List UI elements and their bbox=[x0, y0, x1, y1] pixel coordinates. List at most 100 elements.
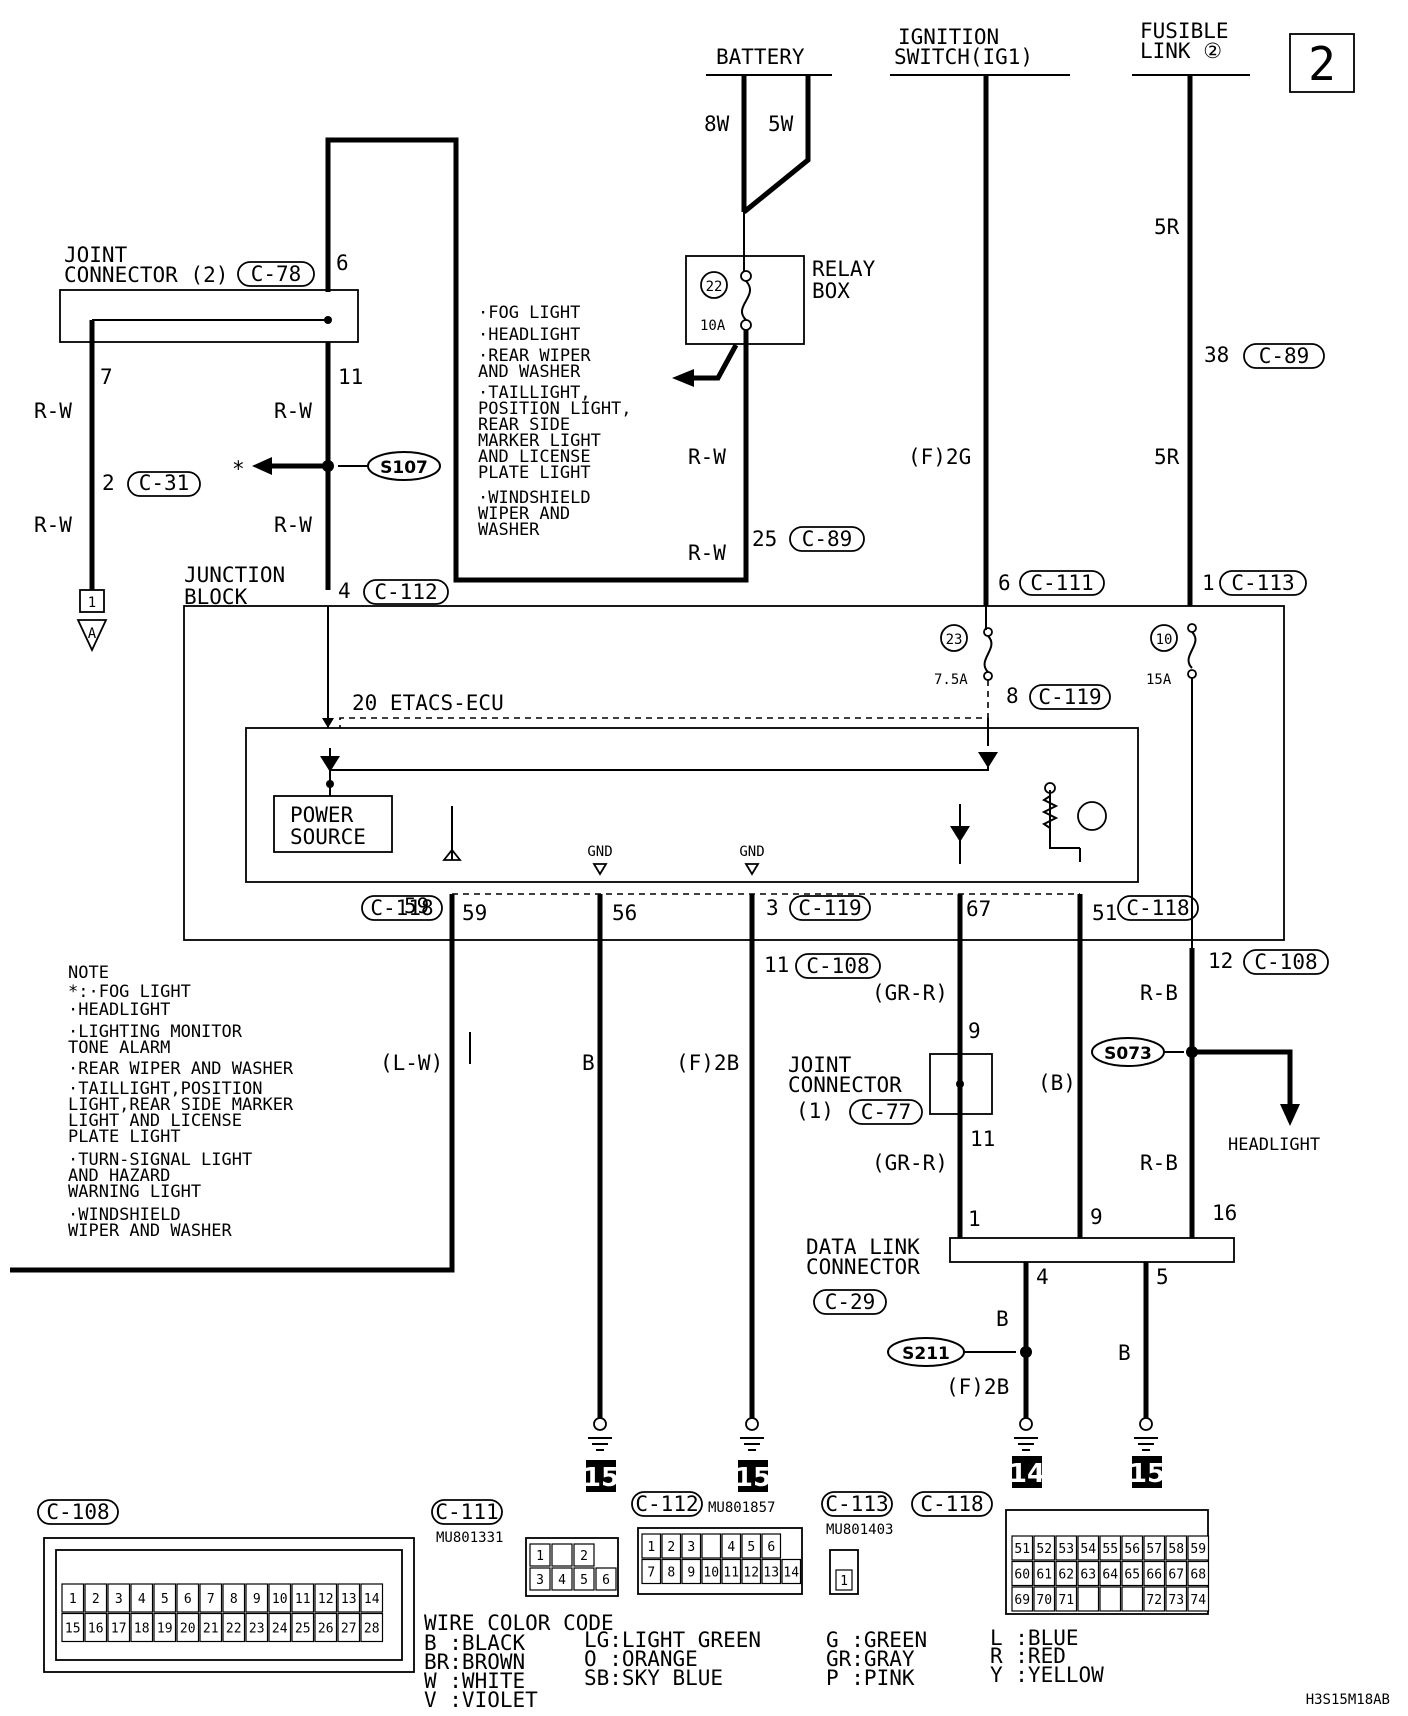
pin-cell-number: 1 bbox=[536, 1549, 544, 1564]
note-line: LIGHT AND LICENSE bbox=[68, 1111, 242, 1131]
relay-fuse-amp: 10A bbox=[700, 318, 726, 334]
pin-cell bbox=[1187, 1586, 1210, 1612]
pin-cell-number: 55 bbox=[1102, 1542, 1118, 1557]
relay-feed-list: ·FOG LIGHT ·HEADLIGHT ·REAR WIPER AND WA… bbox=[478, 303, 632, 540]
relay-list-item: AND WASHER bbox=[478, 362, 581, 382]
note-line: WIPER AND WASHER bbox=[68, 1221, 233, 1241]
pin-cell-number: 59 bbox=[1190, 1542, 1206, 1557]
pin-cell-number: 3 bbox=[687, 1540, 695, 1555]
pin-cell-number: 26 bbox=[318, 1622, 334, 1637]
joint2-bus-dot bbox=[324, 316, 332, 324]
connector-c89-a: C-89 bbox=[802, 527, 853, 551]
note-line: *:·FOG LIGHT bbox=[68, 982, 191, 1002]
data-link-connector-body bbox=[949, 1237, 1235, 1263]
pin-cell-number: 52 bbox=[1036, 1542, 1052, 1557]
pin-cell-number: 28 bbox=[364, 1622, 380, 1637]
pin-cell bbox=[1165, 1535, 1188, 1561]
pin-cell bbox=[61, 1612, 85, 1643]
view-c108-housing bbox=[43, 1537, 415, 1673]
relay-list-item: WASHER bbox=[478, 520, 540, 540]
headlight-branch bbox=[1192, 1049, 1293, 1108]
pin-cell-number: 23 bbox=[249, 1622, 265, 1637]
relay-fuse-element bbox=[740, 280, 752, 321]
pin-51: 51 bbox=[1092, 901, 1117, 925]
pin-cell bbox=[681, 1558, 702, 1585]
ground-number: 14 bbox=[1009, 1459, 1045, 1489]
pin-cell bbox=[1033, 1535, 1056, 1561]
fuse23-number: 23 bbox=[946, 632, 963, 648]
pin-cell bbox=[1143, 1586, 1166, 1612]
pin-38: 38 bbox=[1204, 343, 1229, 367]
connector-c119-a-frame bbox=[1029, 684, 1111, 710]
wire-b-51-label: (B) bbox=[1038, 1071, 1076, 1095]
pin-1-c113: 1 bbox=[1202, 571, 1215, 595]
wire-grr-top: (GR-R) bbox=[872, 981, 948, 1005]
wire-lw-label: (L-W) bbox=[380, 1051, 443, 1075]
pin-cell bbox=[761, 1533, 782, 1559]
connector-c119-a: C-119 bbox=[1038, 685, 1101, 709]
note-line: TONE ALARM bbox=[68, 1038, 170, 1058]
splice-s211-dot bbox=[1020, 1346, 1032, 1358]
color-code-entry: L :BLUE bbox=[990, 1626, 1079, 1650]
gnd-label-56: GND bbox=[587, 844, 612, 860]
pin-cell bbox=[1143, 1560, 1166, 1587]
power-source-box bbox=[273, 795, 393, 853]
pin-cell-number: 72 bbox=[1146, 1593, 1162, 1608]
pin-cell-number: 73 bbox=[1168, 1593, 1184, 1608]
pin-cell-number: 54 bbox=[1080, 1542, 1096, 1557]
relay-list-item: ·WINDSHIELD bbox=[478, 488, 591, 508]
pin-cell bbox=[641, 1533, 662, 1559]
pin-cell bbox=[130, 1583, 154, 1613]
pin-cell bbox=[701, 1533, 722, 1559]
etacs-ecu-box bbox=[245, 727, 1139, 883]
relay-list-item: REAR SIDE bbox=[478, 415, 570, 435]
color-code-entry: O :ORANGE bbox=[584, 1647, 698, 1671]
pin-cell-number: 12 bbox=[318, 1592, 334, 1607]
splice-s073-badge bbox=[1091, 1037, 1165, 1067]
joint1-label-1: JOINT bbox=[788, 1053, 852, 1077]
connector-c111: C-111 bbox=[1030, 571, 1093, 595]
pin-cell bbox=[107, 1583, 131, 1613]
fuse10-number: 10 bbox=[1156, 632, 1173, 648]
joint2-connector: C-78 bbox=[251, 262, 302, 286]
connector-c29-frame bbox=[813, 1289, 887, 1315]
note-line: WARNING LIGHT bbox=[68, 1182, 201, 1202]
view-c113-part: MU801403 bbox=[826, 1522, 893, 1538]
pin-cell-number: 15 bbox=[65, 1622, 81, 1637]
pin-cell bbox=[176, 1612, 200, 1643]
relay-list-item: PLATE LIGHT bbox=[478, 463, 591, 483]
etacs-ecu-label: 20 ETACS-ECU bbox=[352, 691, 504, 715]
ground-symbol: 15 bbox=[735, 1417, 771, 1493]
fuse10-element bbox=[1187, 631, 1197, 669]
pin-cell bbox=[721, 1533, 742, 1559]
connector-c31: C-31 bbox=[139, 471, 190, 495]
pin-cell-number: 1 bbox=[840, 1574, 848, 1589]
color-code-entry: P :PINK bbox=[826, 1666, 915, 1690]
pin-cell bbox=[268, 1612, 292, 1643]
pin-cell bbox=[573, 1543, 595, 1567]
pin-cell-number: 13 bbox=[341, 1592, 357, 1607]
view-c108-label-frame bbox=[37, 1499, 119, 1525]
pin-cell-number: 13 bbox=[763, 1566, 779, 1581]
color-code-entry: W :WHITE bbox=[424, 1669, 525, 1693]
pin-cell bbox=[245, 1583, 269, 1613]
note-line: ·LIGHTING MONITOR bbox=[68, 1022, 243, 1042]
pin-cell-number: 8 bbox=[230, 1592, 238, 1607]
pin-cell-number: 51 bbox=[1014, 1542, 1030, 1557]
note-line: PLATE LIGHT bbox=[68, 1127, 181, 1147]
connector-c113: C-113 bbox=[1231, 571, 1294, 595]
pin-cell-number: 66 bbox=[1146, 1568, 1162, 1583]
pin-cell-number: 27 bbox=[341, 1622, 357, 1637]
pin-cell bbox=[314, 1583, 338, 1613]
pin-cell-number: 7 bbox=[647, 1566, 655, 1581]
pin-cell bbox=[1143, 1535, 1166, 1561]
pin-cell-number: 14 bbox=[364, 1592, 380, 1607]
fuse23-element bbox=[983, 635, 993, 673]
pin-cell-number: 74 bbox=[1190, 1593, 1206, 1608]
pin-cell bbox=[1099, 1535, 1122, 1561]
ecu-resistor-node bbox=[1044, 782, 1056, 794]
connector-c118-a-frame bbox=[361, 895, 443, 921]
joint2-connector-body bbox=[59, 289, 359, 343]
pin-cell bbox=[314, 1612, 338, 1643]
